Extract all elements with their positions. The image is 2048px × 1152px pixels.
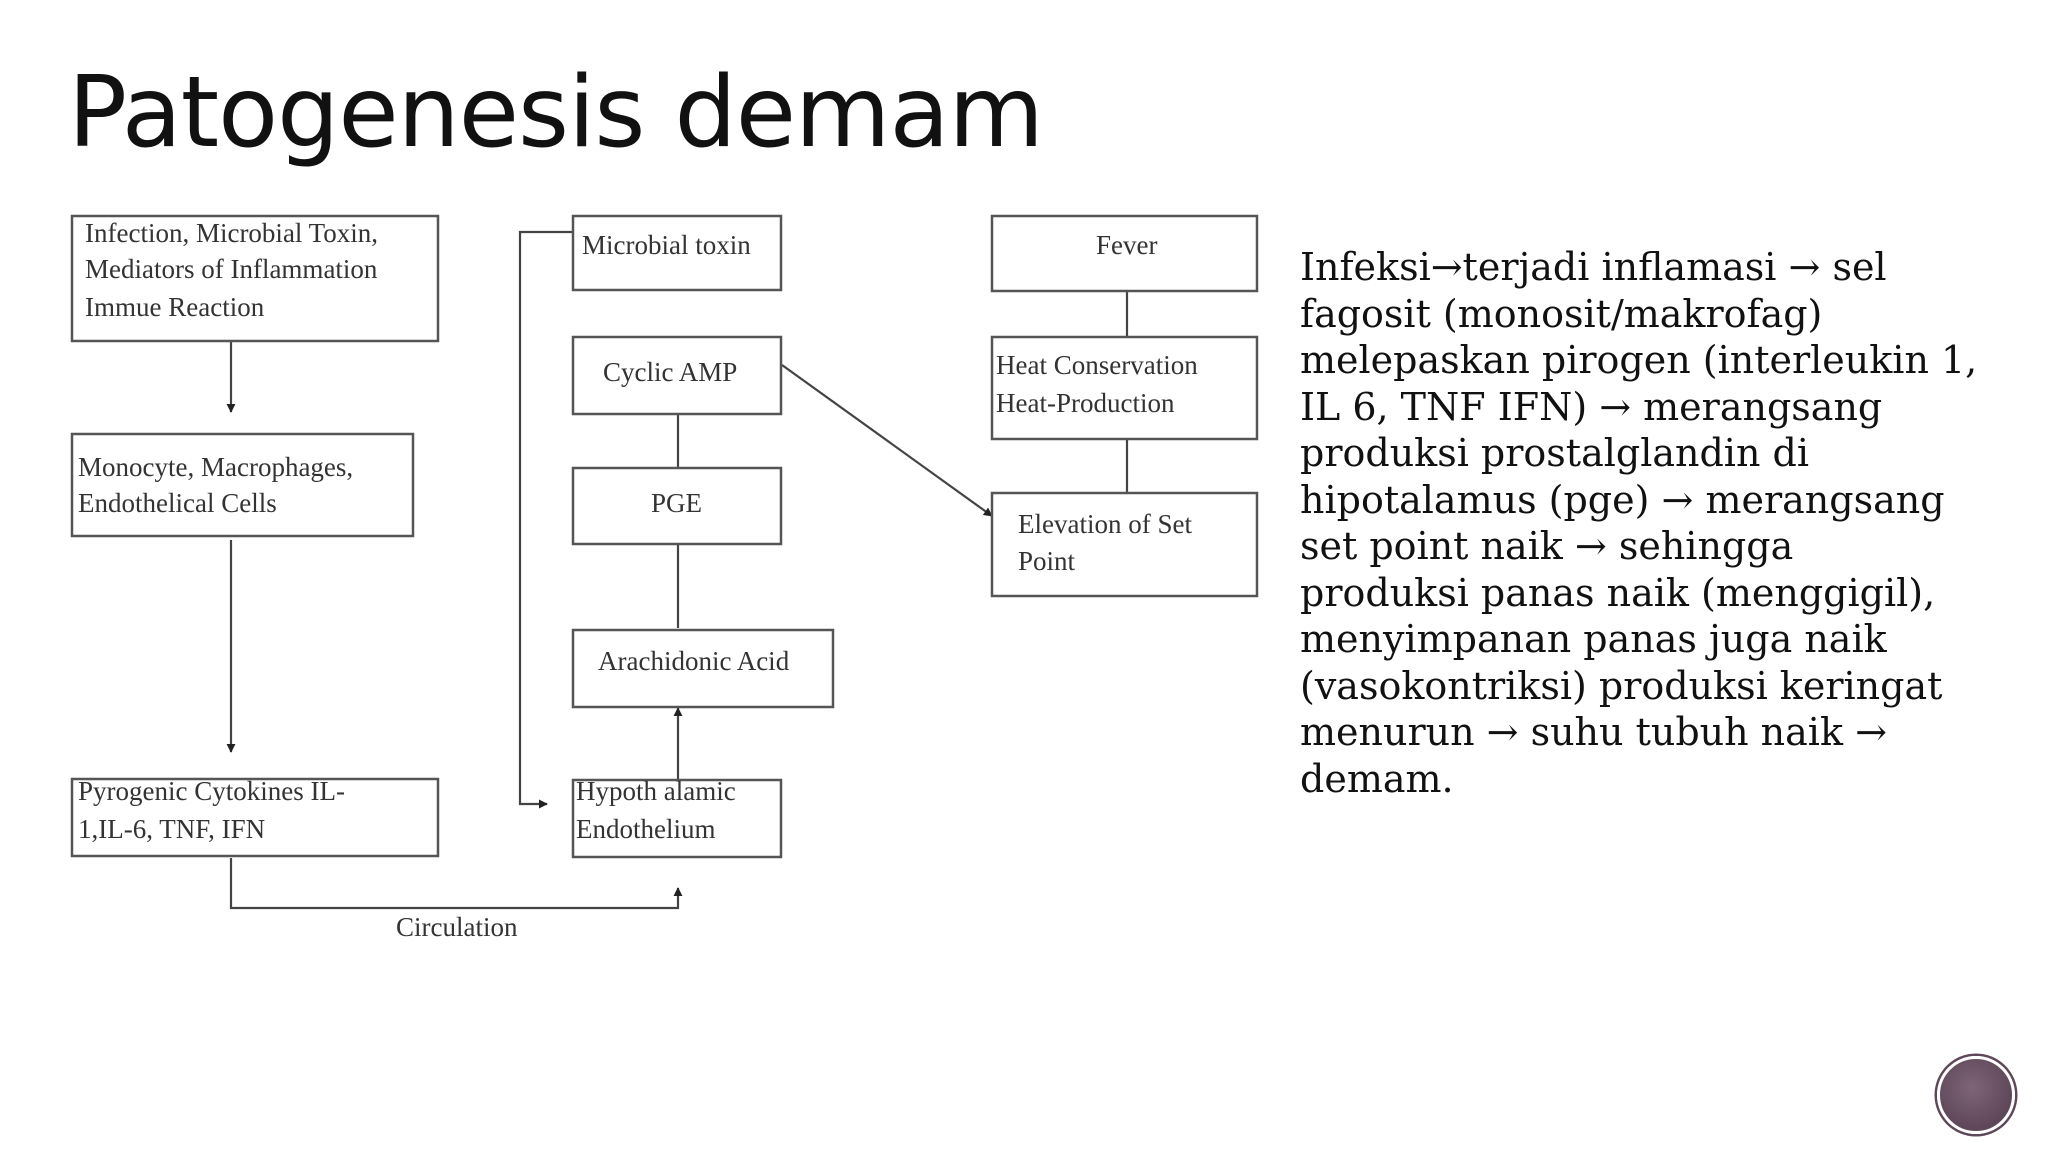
slide-title: Patogenesis demam: [68, 56, 1044, 170]
pyrogenic-line-2: 1,IL-6, TNF, IFN: [78, 814, 265, 844]
arrow-microbial-toxin-to-hypothalamic: [518, 230, 573, 809]
box-infection: Infection, Microbial Toxin, Mediators of…: [70, 214, 440, 343]
monocyte-line-2: Endothelical Cells: [78, 488, 277, 518]
box-heat: Heat Conservation Heat-Production: [990, 335, 1259, 441]
microbial-toxin-label: Microbial toxin: [582, 230, 751, 260]
heat-line-1: Heat Conservation: [996, 350, 1198, 380]
box-fever: Fever: [990, 214, 1259, 293]
arachidonic-label: Arachidonic Acid: [598, 646, 790, 676]
box-pyrogenic-cytokines: Pyrogenic Cytokines IL- 1,IL-6, TNF, IFN: [70, 776, 440, 858]
heat-line-2: Heat-Production: [996, 388, 1175, 418]
pyrogenic-line-1: Pyrogenic Cytokines IL-: [78, 776, 345, 806]
circulation-label: Circulation: [396, 912, 518, 942]
pge-label: PGE: [651, 488, 702, 518]
arrow-circulation: [229, 858, 683, 910]
box-hypothalamic-endothelium: Hypoth alamic Endothelium: [571, 776, 783, 859]
connectors: [226, 230, 1129, 910]
infection-line-2: Mediators of Inflammation: [85, 254, 378, 284]
hypothalamic-line-1: Hypoth alamic: [576, 776, 736, 806]
fever-label: Fever: [1096, 230, 1157, 260]
box-arachidonic-acid: Arachidonic Acid: [571, 628, 835, 709]
infection-line-3: Immue Reaction: [85, 292, 265, 322]
box-microbial-toxin: Microbial toxin: [571, 214, 783, 292]
cyclic-amp-label: Cyclic AMP: [603, 357, 737, 387]
hypothalamic-line-2: Endothelium: [576, 814, 715, 844]
monocyte-line-1: Monocyte, Macrophages,: [78, 452, 353, 482]
slide-body-text: Infeksi→terjadi inflamasi → sel fagosit …: [1300, 245, 1978, 801]
box-pge: PGE: [571, 466, 783, 546]
box-monocyte: Monocyte, Macrophages, Endothelical Cell…: [70, 432, 415, 538]
box-cyclic-amp: Cyclic AMP: [571, 335, 783, 416]
arrow-cyclic-amp-to-elevation: [781, 364, 993, 517]
elevation-line-2: Point: [1018, 546, 1076, 576]
elevation-line-1: Elevation of Set: [1018, 509, 1192, 539]
slide-number-badge: [1937, 1056, 2015, 1134]
box-elevation-set-point: Elevation of Set Point: [990, 491, 1259, 598]
infection-line-1: Infection, Microbial Toxin,: [85, 218, 378, 248]
